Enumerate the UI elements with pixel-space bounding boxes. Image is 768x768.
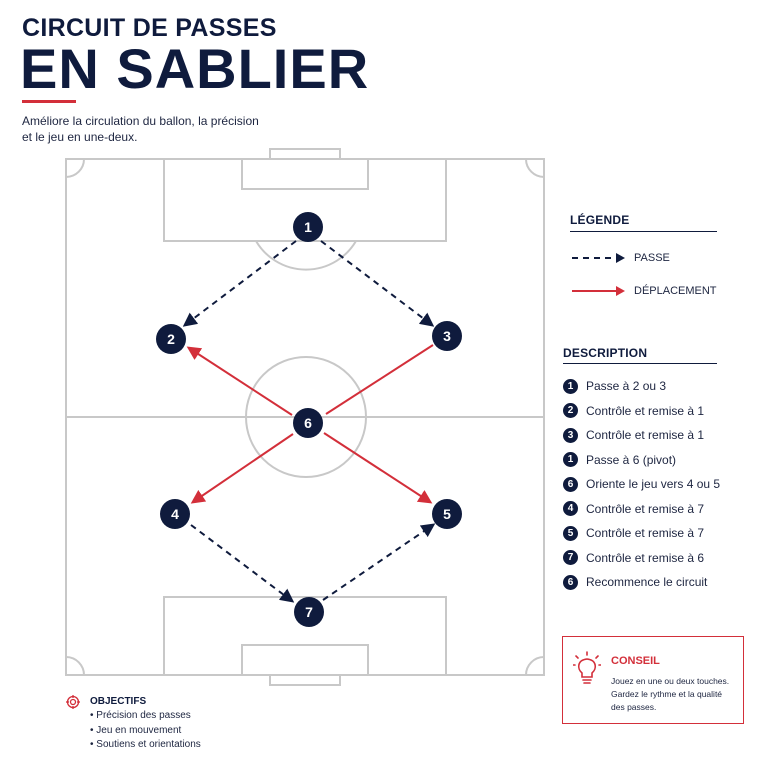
player-6: 6 — [293, 408, 323, 438]
step-badge: 1 — [563, 378, 578, 394]
player-6-label: 6 — [304, 415, 312, 431]
pass-arrows — [182, 240, 436, 603]
pitch-lines — [65, 148, 545, 686]
step-text: Recommence le circuit — [586, 575, 708, 590]
conseil-line-2: Gardez le rythme et la qualité — [611, 689, 723, 699]
move-3-to-6 — [325, 344, 434, 415]
move-6-to-5 — [323, 432, 433, 504]
step-badge: 4 — [563, 501, 578, 517]
top-penalty-arc — [255, 240, 357, 271]
player-2: 2 — [156, 324, 186, 354]
conseil-line-1: Jouez en une ou deux touches. — [611, 676, 730, 686]
step-text: Contrôle et remise à 7 — [586, 526, 705, 541]
player-7-label: 7 — [305, 604, 313, 620]
player-3: 3 — [432, 321, 462, 351]
step-badge: 6 — [563, 574, 578, 590]
objectifs-title: OBJECTIFS — [90, 696, 147, 707]
corner-arc-tr — [525, 158, 545, 178]
list-item: 6 Oriente le jeu vers 4 ou 5 — [563, 472, 720, 497]
step-badge: 2 — [563, 403, 578, 419]
step-badge: 5 — [563, 525, 578, 541]
conseil-line-3: des passes. — [611, 702, 657, 712]
title-underline — [22, 100, 76, 103]
subtitle: Améliore la circulation du ballon, la pr… — [22, 113, 259, 145]
pass-1-to-3 — [320, 240, 435, 327]
corner-arc-tl — [65, 158, 85, 178]
list-item: 3 Contrôle et remise à 1 — [563, 423, 720, 448]
player-2-label: 2 — [167, 331, 175, 347]
player-4-label: 4 — [171, 506, 179, 522]
legend-title: LÉGENDE — [570, 213, 630, 227]
players: 1 2 3 6 4 5 7 — [156, 212, 462, 627]
pass-7-to-5 — [322, 523, 436, 601]
description-title: DESCRIPTION — [563, 346, 648, 360]
target-icon — [66, 695, 80, 709]
conseil-title: CONSEIL — [611, 655, 660, 667]
list-item: Précision des passes — [90, 710, 201, 725]
list-item: 1 Passe à 2 ou 3 — [563, 374, 720, 399]
legend-label-passe: PASSE — [634, 252, 670, 264]
step-text: Contrôle et remise à 1 — [586, 403, 705, 418]
player-3-label: 3 — [443, 328, 451, 344]
step-text: Passe à 6 (pivot) — [586, 452, 677, 467]
player-1-label: 1 — [304, 219, 312, 235]
move-arrows — [186, 344, 434, 504]
bottom-goal-box — [241, 644, 369, 676]
list-item: Soutiens et orientations — [90, 739, 201, 754]
legend-rule — [570, 231, 717, 232]
list-item: 7 Contrôle et remise à 6 — [563, 546, 720, 571]
list-item: 5 Contrôle et remise à 7 — [563, 521, 720, 546]
player-5: 5 — [432, 499, 462, 529]
lightbulb-icon — [573, 651, 601, 684]
pass-4-to-7 — [190, 524, 295, 603]
step-badge: 6 — [563, 476, 578, 492]
player-7: 7 — [294, 597, 324, 627]
player-1: 1 — [293, 212, 323, 242]
top-goal — [269, 148, 341, 160]
step-text: Contrôle et remise à 7 — [586, 501, 705, 516]
bottom-goal — [269, 674, 341, 686]
list-item: 4 Contrôle et remise à 7 — [563, 497, 720, 522]
title-line-2: EN SABLIER — [20, 37, 370, 100]
corner-arc-br — [525, 656, 545, 676]
step-badge: 3 — [563, 427, 578, 443]
step-text: Contrôle et remise à 1 — [586, 428, 705, 443]
player-4: 4 — [160, 499, 190, 529]
player-5-label: 5 — [443, 506, 451, 522]
legend-item-deplacement: DÉPLACEMENT — [570, 285, 717, 297]
pass-1-to-2 — [182, 240, 297, 327]
top-goal-box — [241, 158, 369, 190]
step-text: Passe à 2 ou 3 — [586, 379, 667, 394]
conseil-text: Jouez en une ou deux touches. Gardez le … — [611, 675, 736, 714]
title-line-1: CIRCUIT DE PASSES — [22, 14, 277, 42]
list-item: Jeu en mouvement — [90, 725, 201, 740]
move-6-to-2 — [186, 346, 293, 416]
list-item: 2 Contrôle et remise à 1 — [563, 399, 720, 424]
conseil-box: CONSEIL Jouez en une ou deux touches. Ga… — [562, 636, 744, 724]
subtitle-line-2: et le jeu en une-deux. — [22, 130, 138, 144]
step-text: Oriente le jeu vers 4 ou 5 — [586, 477, 721, 492]
description-rule — [563, 363, 717, 364]
center-circle — [245, 356, 367, 478]
step-badge: 7 — [563, 550, 578, 566]
dashed-arrow-icon — [572, 253, 625, 263]
solid-arrow-icon — [572, 286, 625, 296]
corner-arc-bl — [65, 656, 85, 676]
legend-label-deplacement: DÉPLACEMENT — [634, 285, 717, 297]
step-badge: 1 — [563, 452, 578, 468]
step-text: Contrôle et remise à 6 — [586, 550, 705, 565]
legend-item-passe: PASSE — [570, 252, 670, 264]
list-item: 6 Recommence le circuit — [563, 570, 720, 595]
objectifs-list: Précision des passes Jeu en mouvement So… — [90, 710, 201, 754]
subtitle-line-1: Améliore la circulation du ballon, la pr… — [22, 114, 259, 128]
move-6-to-4 — [190, 433, 294, 504]
list-item: 1 Passe à 6 (pivot) — [563, 448, 720, 473]
